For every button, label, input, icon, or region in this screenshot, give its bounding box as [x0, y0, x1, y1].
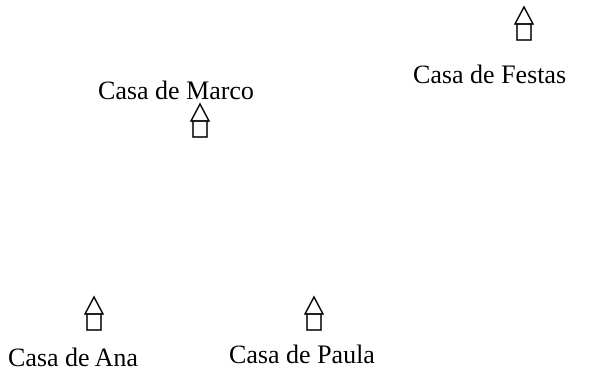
house-label-marco: Casa de Marco [98, 76, 254, 105]
house-label-festas: Casa de Festas [413, 60, 567, 89]
house-icon [83, 295, 105, 332]
house-label-ana: Casa de Ana [8, 343, 138, 372]
house-icon [303, 295, 325, 332]
house-label-paula: Casa de Paula [229, 340, 375, 369]
house-icon [513, 5, 535, 42]
house-icon [189, 102, 211, 139]
